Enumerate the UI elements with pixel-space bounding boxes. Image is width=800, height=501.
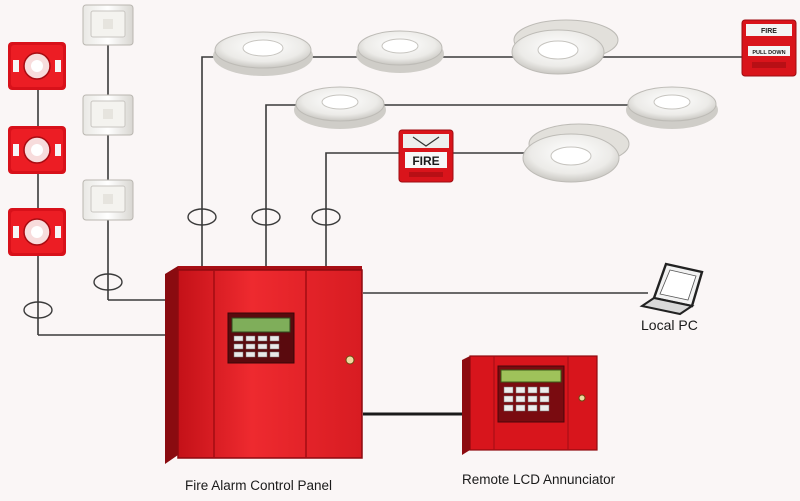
panel-cabinet [177,269,363,459]
pull-station-top-right: FIRE PULL DOWN [741,19,797,77]
horn-strobe-icon [8,208,66,256]
panel-side [165,266,178,464]
manual-pull-station-icon [398,129,454,183]
speaker-strobe-group [82,4,134,221]
panel-lock [345,355,355,365]
wire-circuit-2 [265,104,670,268]
speaker-strobe-icon [82,4,134,46]
speaker-strobe-icon [82,94,134,136]
annunciator-label: Remote LCD Annunciator [462,472,616,487]
annunciator-lock [578,394,586,402]
panel-lcd [231,317,291,333]
smoke-detector-icon [522,123,630,183]
horn-strobe-group [8,42,66,256]
wire-loop-circuit-1 [187,208,217,226]
smoke-detector-icon [626,86,718,129]
smoke-detector-icon [213,31,313,76]
control-panel-label: Fire Alarm Control Panel [185,478,332,493]
wiring [23,40,760,416]
horn-strobe-icon [8,126,66,174]
pull-station-fire-text: FIRE [761,28,777,35]
annunciator-lcd [500,369,562,383]
smoke-detector-icon [356,30,444,73]
smoke-detector-icon [511,19,619,75]
annunciator-keypad [503,386,550,412]
wire-loop-speaker [93,273,123,291]
wire-loop-strobe [23,301,53,319]
horn-strobe-icon [8,42,66,90]
pull-station-fire-label: FIRE [412,154,439,168]
manual-pull-station-icon [741,19,797,77]
pull-station-middle: FIRE [398,129,454,183]
laptop-icon [639,262,704,316]
wire-loop-circuit-2 [251,208,281,226]
speaker-strobe-icon [82,179,134,221]
wire-circuit-3 [325,152,580,268]
smoke-detector-group [213,19,718,183]
pull-station-pull-down-text: PULL DOWN [752,50,785,56]
fire-alarm-control-panel [165,266,363,464]
remote-lcd-annunciator [462,355,598,455]
local-pc: Local PC [639,262,704,333]
panel-keypad [233,335,280,358]
wire-loop-circuit-3 [311,208,341,226]
smoke-detector-icon [294,86,386,129]
local-pc-label: Local PC [641,317,698,333]
